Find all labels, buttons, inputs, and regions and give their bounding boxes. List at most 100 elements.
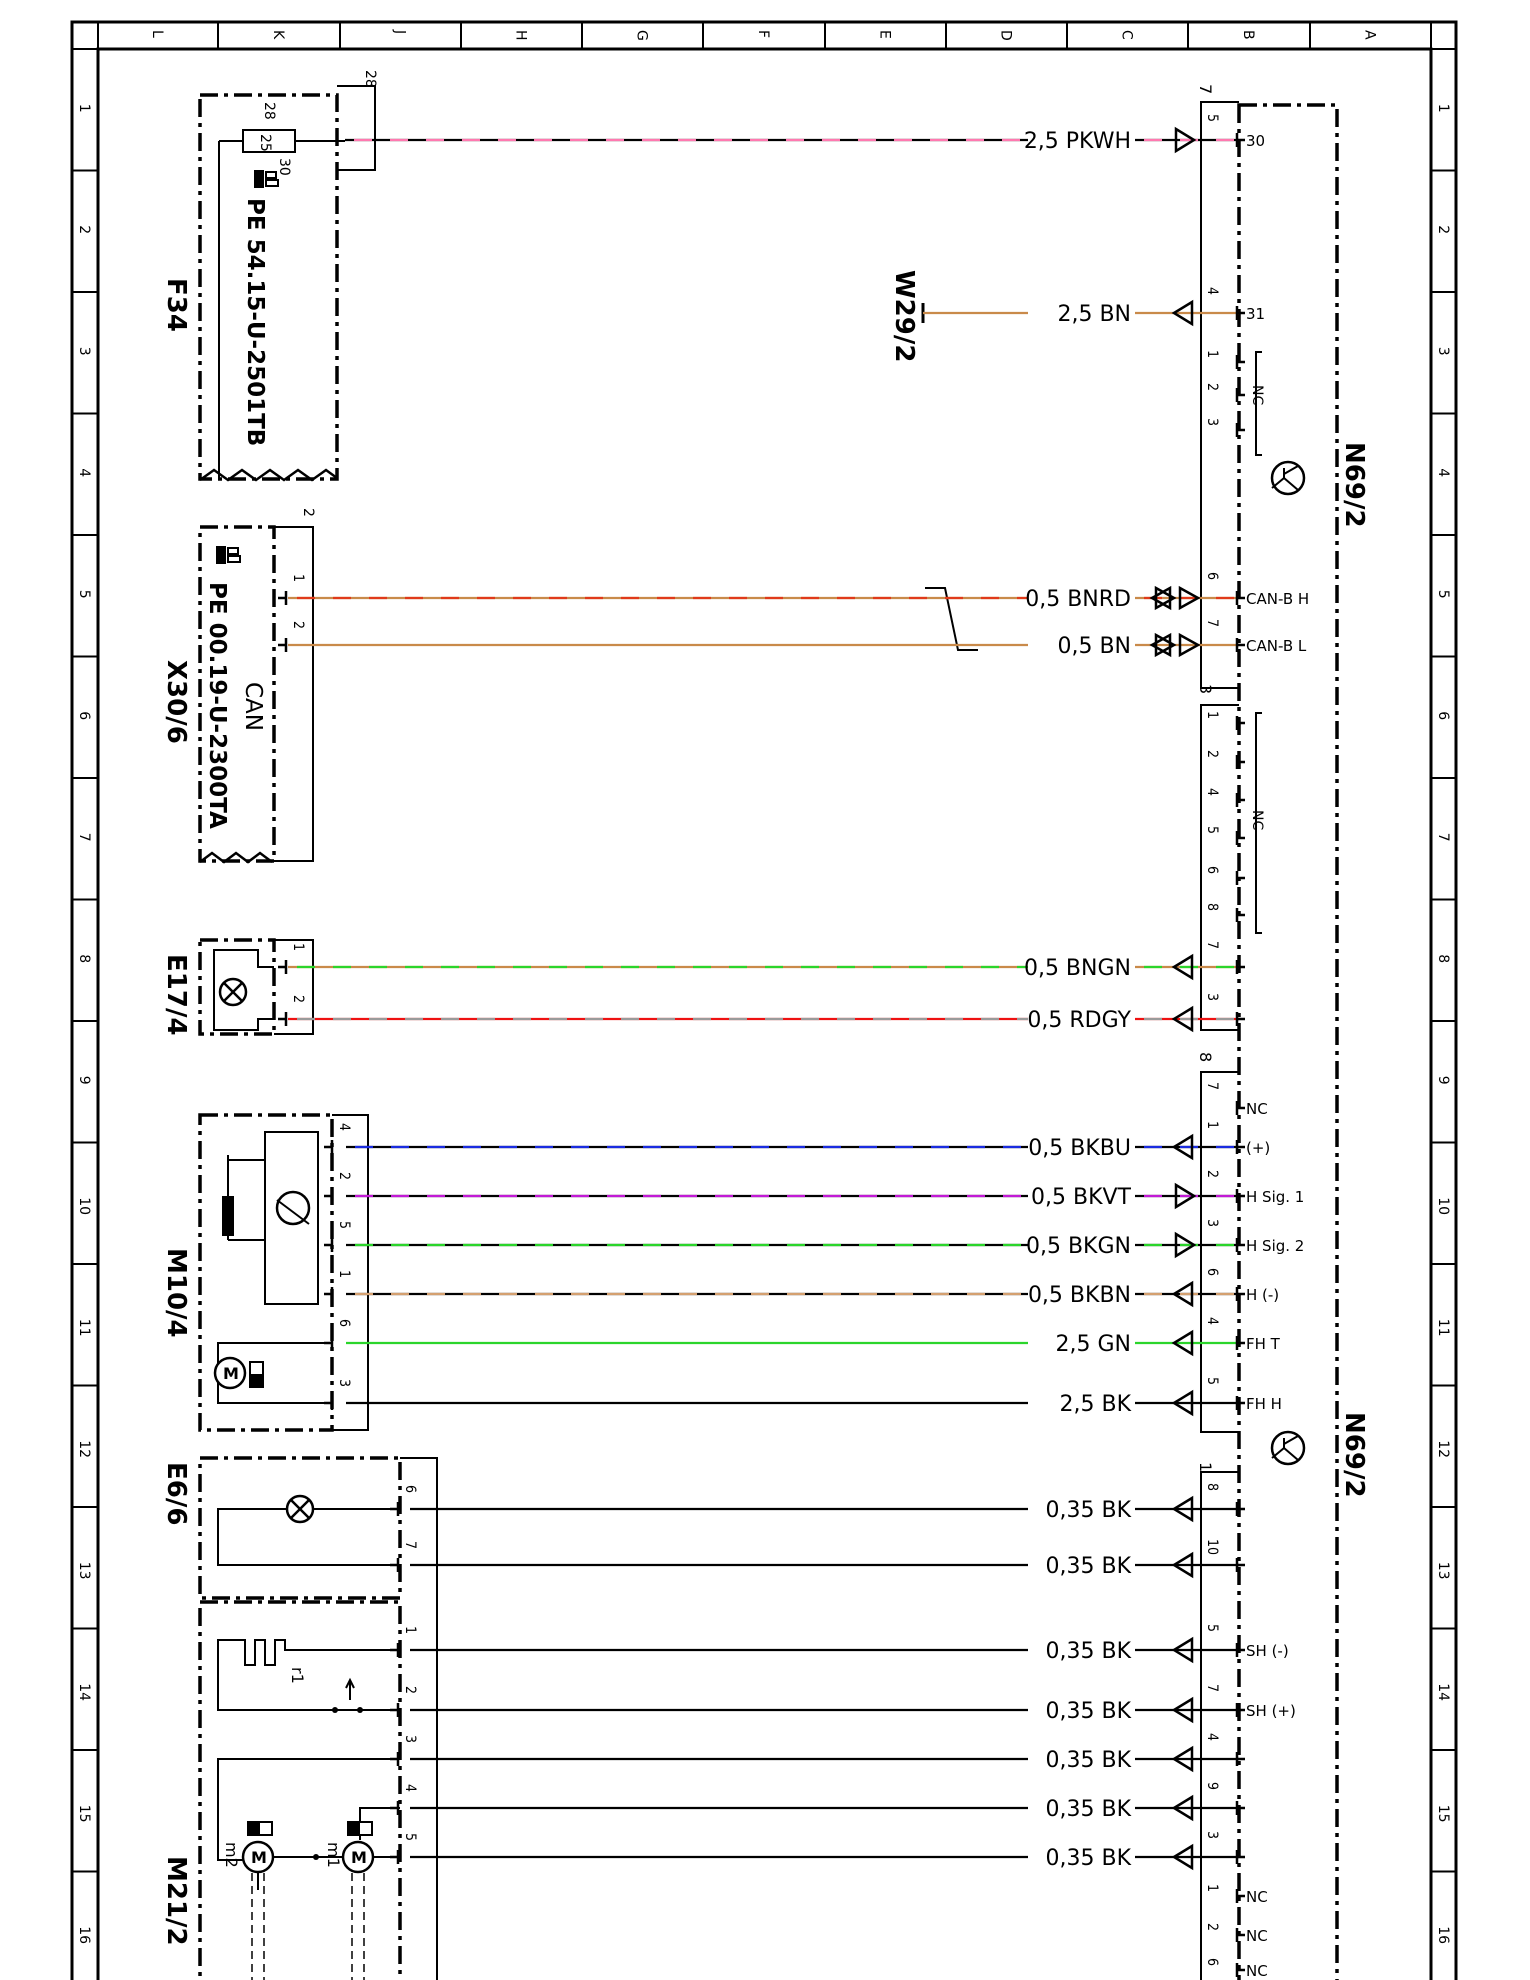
f34-break-zigzag — [199, 468, 338, 482]
terminal-icon — [390, 1643, 400, 1657]
svg-text:M: M — [351, 1848, 367, 1867]
arrow-icon — [1171, 1794, 1194, 1822]
terminal-icon — [324, 1287, 334, 1301]
terminal-icon — [1235, 871, 1245, 885]
nc-label-1: NC — [1249, 385, 1265, 405]
right-pin-number: 1 — [1204, 1121, 1220, 1129]
grid-row-number-right: 12 — [1435, 1440, 1451, 1458]
grid-row-number-right: 10 — [1435, 1197, 1451, 1215]
wire-label: 0,35 BK — [1046, 1797, 1132, 1822]
left-pin-number: 1 — [336, 1270, 352, 1278]
svg-text:M: M — [251, 1848, 267, 1867]
grid-column-letter: A — [1362, 30, 1378, 40]
left-pin-number: 2 — [402, 1686, 418, 1694]
motor-brush-fill — [250, 1374, 263, 1387]
grid-row-number-left: 7 — [76, 833, 92, 842]
nc-pin-number: 7 — [1204, 1082, 1220, 1090]
f34-component: 28 25 28 30 PE 54.15-U-2501TB F34 — [161, 70, 378, 482]
grid-row-number-left: 6 — [76, 711, 92, 720]
grid-row-number-right: 16 — [1435, 1926, 1451, 1944]
left-pin-number: 4 — [336, 1123, 352, 1131]
grid-row-number-right: 15 — [1435, 1805, 1451, 1823]
m21-2-label: M21/2 — [161, 1856, 191, 1946]
grid-row-number-right: 4 — [1435, 468, 1451, 477]
f34-box — [198, 93, 339, 481]
outer-frame — [70, 20, 1458, 1980]
nc-pin-number: 4 — [1204, 788, 1220, 796]
terminal-icon — [1235, 831, 1245, 845]
grid-row-number-right: 6 — [1435, 711, 1451, 720]
grid-row-number-right: 5 — [1435, 590, 1451, 599]
terminal-icon — [390, 1850, 400, 1864]
terminal-icon — [1235, 591, 1245, 605]
right-pin-number: 4 — [1204, 1317, 1220, 1325]
grid-column-letter: K — [270, 30, 286, 40]
right-pin-number: 10 — [1204, 1539, 1220, 1555]
terminal-icon — [1235, 1752, 1245, 1766]
wire-label: 0,35 BK — [1046, 1846, 1132, 1871]
terminal-icon — [1235, 1101, 1245, 1115]
grid-column-letter: D — [998, 30, 1014, 41]
nc-pin-number: 1 — [1204, 350, 1220, 358]
n69-2-box — [1237, 103, 1339, 1980]
n69-2-connector-7 — [1200, 101, 1239, 689]
wire-label: 2,5 BN — [1057, 302, 1131, 327]
left-pin-number: 2 — [290, 995, 306, 1003]
e17-4-box — [198, 938, 276, 1036]
nc-signal: NC — [1246, 1927, 1268, 1945]
wire-label: 0,35 BK — [1046, 1748, 1132, 1773]
m21-2-box — [198, 1600, 402, 1980]
right-pin-number: 3 — [1204, 993, 1220, 1001]
right-pin-number: 8 — [1204, 1483, 1220, 1491]
motor-node — [313, 1854, 319, 1860]
wire-label: 2,5 GN — [1056, 1332, 1132, 1357]
arrow-icon — [1171, 1389, 1194, 1417]
m21-2-m1-label: m1 — [324, 1842, 343, 1868]
nc-pin-number: 6 — [1204, 1958, 1220, 1966]
arrow-icon — [1171, 1280, 1194, 1308]
motor-brush-fill — [248, 1822, 260, 1835]
right-pin-number: 7 — [1204, 1684, 1220, 1692]
signal-name: 30 — [1246, 132, 1265, 150]
motor-icon: M — [213, 1356, 247, 1390]
n69-2-connector-3 — [1200, 704, 1239, 1031]
wire-label: 2,5 PKWH — [1024, 129, 1131, 154]
right-pin-number: 6 — [1204, 572, 1220, 580]
m21-2-m2-label: m2 — [222, 1842, 241, 1868]
grid-row-number-left: 15 — [76, 1805, 92, 1823]
grid-row-number-right: 7 — [1435, 833, 1451, 842]
terminal-icon — [1235, 1801, 1245, 1815]
grid-column-letter: F — [755, 30, 771, 38]
wire-label: 0,35 BK — [1046, 1498, 1132, 1523]
grid-row-number-right: 8 — [1435, 954, 1451, 963]
terminal-icon — [1235, 1140, 1245, 1154]
arrow-icon — [1171, 1329, 1194, 1357]
left-pin-number: 6 — [402, 1485, 418, 1493]
arrow-icon — [1171, 1696, 1194, 1724]
f34-fuse-pin-b: 30 — [276, 158, 292, 176]
f34-fuse-pin-a: 28 — [261, 102, 277, 120]
e17-4-component: E17/4 — [161, 938, 314, 1036]
arrow-icon — [1171, 1636, 1194, 1664]
lamp-icon — [285, 1494, 315, 1524]
m21-2-component: r1 M M m1 m2 M21/2 — [161, 1600, 402, 1980]
terminal-icon — [1235, 133, 1245, 147]
wire-label: 0,35 BK — [1046, 1554, 1132, 1579]
terminal-icon — [1235, 793, 1245, 807]
terminal-icon — [390, 1703, 400, 1717]
terminal-icon — [1235, 1643, 1245, 1657]
motor-icon: M — [341, 1840, 375, 1874]
wire-label: 0,5 BN — [1057, 634, 1131, 659]
w29-2-ground: W29/2 — [889, 270, 925, 362]
